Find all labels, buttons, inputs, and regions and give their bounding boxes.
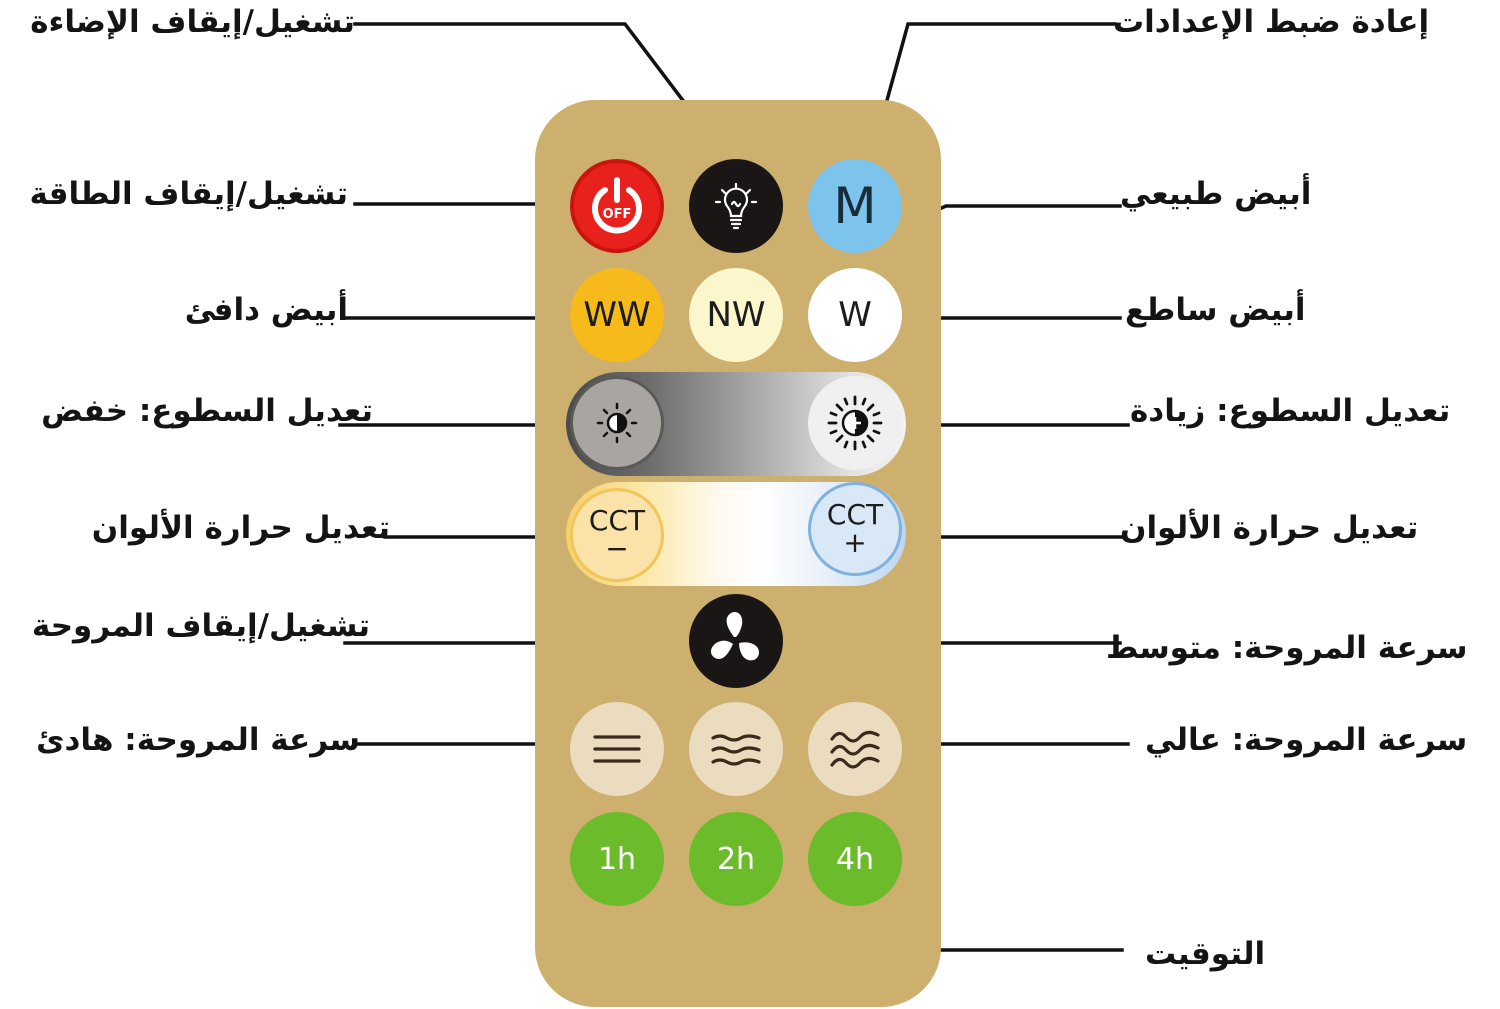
- cct-minus-button[interactable]: CCT −: [570, 488, 664, 582]
- light-toggle-button[interactable]: [689, 159, 783, 253]
- lightbulb-icon: [714, 182, 758, 230]
- fan-speed-quiet-button[interactable]: [570, 702, 664, 796]
- label-cct-down: تعديل حرارة الألوان: [91, 510, 390, 546]
- natural-white-button[interactable]: NW: [689, 268, 783, 362]
- plus-icon: +: [843, 526, 867, 559]
- bright-white-button[interactable]: W: [808, 268, 902, 362]
- brightness-up-button[interactable]: [808, 376, 902, 470]
- sun-bright-icon: [827, 395, 883, 451]
- label-brightness-up: تعديل السطوع: زيادة: [1130, 393, 1451, 429]
- timer-1h-label: 1h: [597, 841, 637, 877]
- fan-speed-high-button[interactable]: [808, 702, 902, 796]
- timer-2h-label: 2h: [716, 841, 756, 877]
- power-icon: OFF: [592, 177, 642, 234]
- minus-icon: −: [605, 532, 629, 565]
- label-light-toggle: تشغيل/إيقاف الإضاءة: [30, 4, 355, 40]
- gentle-waves-icon: [711, 734, 761, 766]
- label-cct-up: تعديل حرارة الألوان: [1120, 510, 1419, 546]
- cct-plus-button[interactable]: CCT +: [808, 482, 902, 576]
- label-reset-settings: إعادة ضبط الإعدادات: [1113, 4, 1430, 40]
- timer-4h-button[interactable]: 4h: [808, 812, 902, 906]
- label-fan-quiet: سرعة المروحة: هادئ: [36, 722, 360, 758]
- label-brightness-down: تعديل السطوع: خفض: [41, 393, 373, 429]
- strong-waves-icon: [830, 730, 880, 769]
- sun-dim-icon: [596, 402, 638, 444]
- timer-1h-button[interactable]: 1h: [570, 812, 664, 906]
- power-button[interactable]: OFF: [570, 159, 664, 253]
- fan-icon: [710, 612, 759, 661]
- cct-minus-label: CCT: [588, 504, 646, 537]
- label-timer: التوقيت: [1145, 936, 1266, 972]
- label-fan-toggle: تشغيل/إيقاف المروحة: [31, 608, 370, 644]
- timer-4h-label: 4h: [835, 841, 875, 877]
- label-bright-white: أبيض ساطع: [1125, 292, 1306, 328]
- label-fan-medium: سرعة المروحة: متوسط: [1106, 630, 1468, 666]
- label-fan-high: سرعة المروحة: عالي: [1145, 722, 1468, 758]
- w-label: W: [838, 295, 872, 335]
- off-text: OFF: [603, 207, 632, 222]
- timer-2h-button[interactable]: 2h: [689, 812, 783, 906]
- warm-white-button[interactable]: WW: [570, 268, 664, 362]
- cct-plus-label: CCT: [826, 498, 884, 531]
- straight-lines-icon: [593, 735, 641, 763]
- label-power-toggle: تشغيل/إيقاف الطاقة: [29, 176, 348, 212]
- label-natural-white: أبيض طبيعي: [1120, 176, 1312, 212]
- nw-label: NW: [706, 295, 766, 335]
- label-warm-white: أبيض دافئ: [184, 292, 348, 328]
- mode-reset-button[interactable]: M: [808, 159, 902, 253]
- fan-speed-medium-button[interactable]: [689, 702, 783, 796]
- mode-label: M: [833, 177, 877, 235]
- brightness-down-button[interactable]: [570, 376, 664, 470]
- ww-label: WW: [583, 295, 651, 335]
- fan-toggle-button[interactable]: [689, 594, 783, 688]
